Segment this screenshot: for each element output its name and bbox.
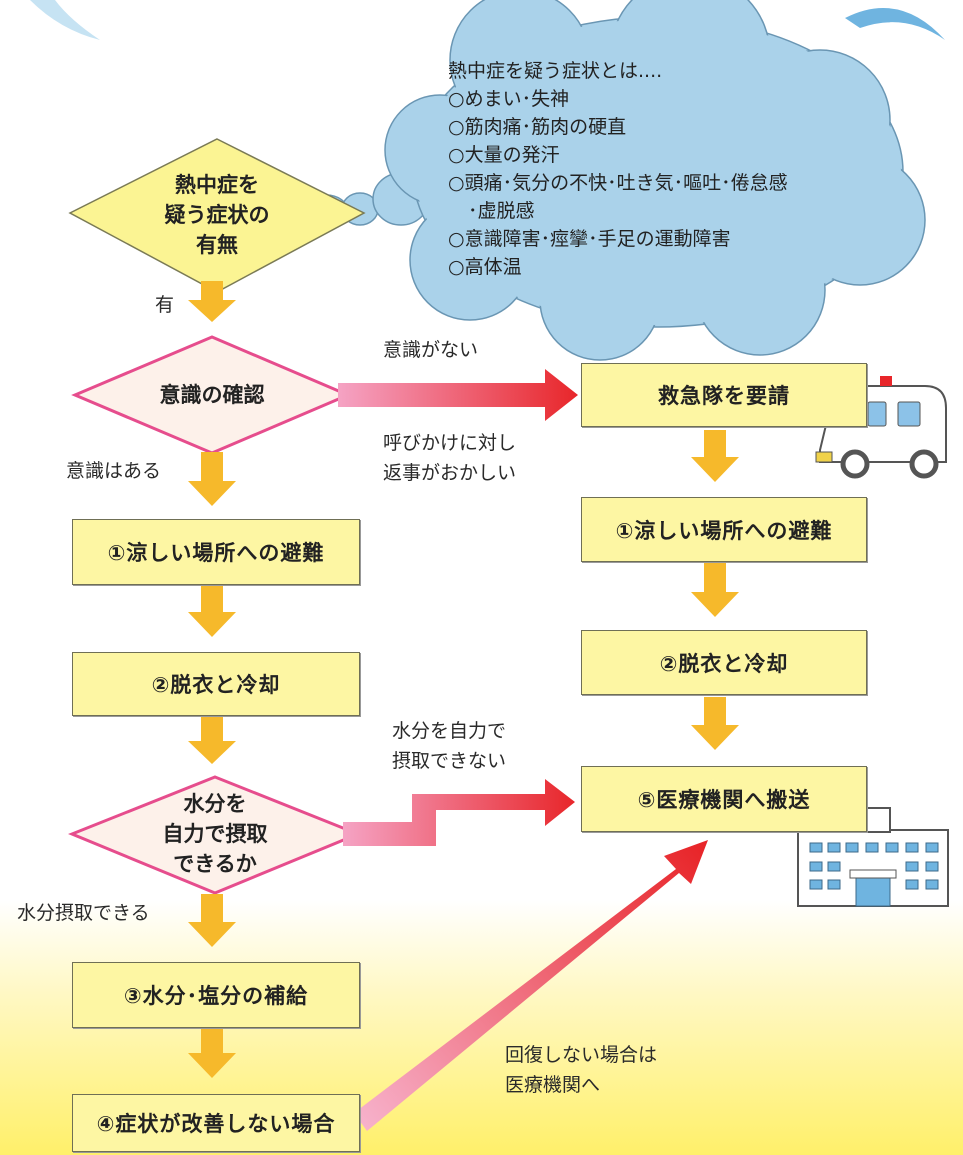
symptom-item: ○筋肉痛･筋肉の硬直 <box>448 116 627 138</box>
down-arrow <box>188 452 236 506</box>
down-arrow <box>691 562 739 617</box>
can-drink-label: 水分摂取できる <box>17 902 150 924</box>
conscious-label: 意識はある <box>66 460 162 482</box>
no-consciousness-arrow <box>338 369 578 421</box>
strange-response-label: 呼びかけに対し 返事がおかしい <box>383 428 516 488</box>
down-arrow <box>691 697 739 750</box>
right-step2-box: ②脱衣と冷却 <box>581 630 867 695</box>
suspect-line: 熱中症を <box>175 173 259 197</box>
suspect-decision-text: 熱中症を 疑う症状の 有無 <box>127 170 307 260</box>
call-ambulance-box: 救急隊を要請 <box>581 363 867 427</box>
consciousness-decision-text: 意識の確認 <box>159 383 265 407</box>
label-line: 回復しない場合は <box>505 1044 658 1066</box>
symptom-item: ○頭痛･気分の不快･吐き気･嘔吐･倦怠感 <box>448 172 788 194</box>
down-arrow <box>188 716 236 764</box>
left-step1-box: ①涼しい場所への避難 <box>72 519 360 585</box>
symptom-item: ○意識障害･痙攣･手足の運動障害 <box>448 228 731 250</box>
left-step2-box: ②脱衣と冷却 <box>72 652 360 716</box>
no-consciousness-label: 意識がない <box>383 339 479 361</box>
symptom-item: ○高体温 <box>448 256 522 278</box>
right-step1-box: ①涼しい場所への避難 <box>581 497 867 562</box>
label-line: 摂取できない <box>392 750 507 772</box>
down-arrows <box>188 281 739 1078</box>
top-left-swoosh <box>30 0 100 40</box>
label-line: 医療機関へ <box>505 1074 601 1096</box>
transport-hospital-box: ⑤医療機関へ搬送 <box>581 766 867 832</box>
top-right-swoosh <box>845 7 945 40</box>
left-step3-box: ③水分･塩分の補給 <box>72 962 360 1028</box>
left-step4-box: ④症状が改善しない場合 <box>72 1094 360 1152</box>
label-line: 水分を自力で <box>392 720 507 742</box>
water-line: 自力で摂取 <box>162 822 268 846</box>
symptom-item: ○めまい･失神 <box>448 88 570 110</box>
cannot-drink-label: 水分を自力で 摂取できない <box>392 716 506 776</box>
suspect-line: 有無 <box>196 233 238 257</box>
water-line: 水分を <box>183 792 247 816</box>
hospital-icon <box>797 807 949 907</box>
down-arrow <box>188 894 236 947</box>
symptom-item: ○大量の発汗 <box>448 144 560 166</box>
down-arrow <box>188 584 236 637</box>
cannot-drink-arrow <box>343 779 575 846</box>
no-recovery-arrow <box>354 840 708 1131</box>
label-line: 返事がおかしい <box>383 462 517 484</box>
symptoms-list: 熱中症を疑う症状とは.... ○めまい･失神 ○筋肉痛･筋肉の硬直 ○大量の発汗… <box>448 57 788 281</box>
suspect-line: 疑う症状の <box>164 203 270 227</box>
water-diamond <box>68 775 362 895</box>
down-arrow <box>188 281 236 322</box>
symptoms-title: 熱中症を疑う症状とは.... <box>448 60 663 82</box>
down-arrow <box>691 430 739 482</box>
no-recovery-label: 回復しない場合は 医療機関へ <box>505 1040 657 1100</box>
label-line: 呼びかけに対し <box>383 432 517 454</box>
water-line: できるか <box>173 852 257 876</box>
water-decision-text: 水分を 自力で摂取 できるか <box>125 789 305 879</box>
down-arrow <box>188 1028 236 1078</box>
symptom-item: ･虚脱感 <box>468 200 535 222</box>
yes-label: 有 <box>155 294 175 316</box>
